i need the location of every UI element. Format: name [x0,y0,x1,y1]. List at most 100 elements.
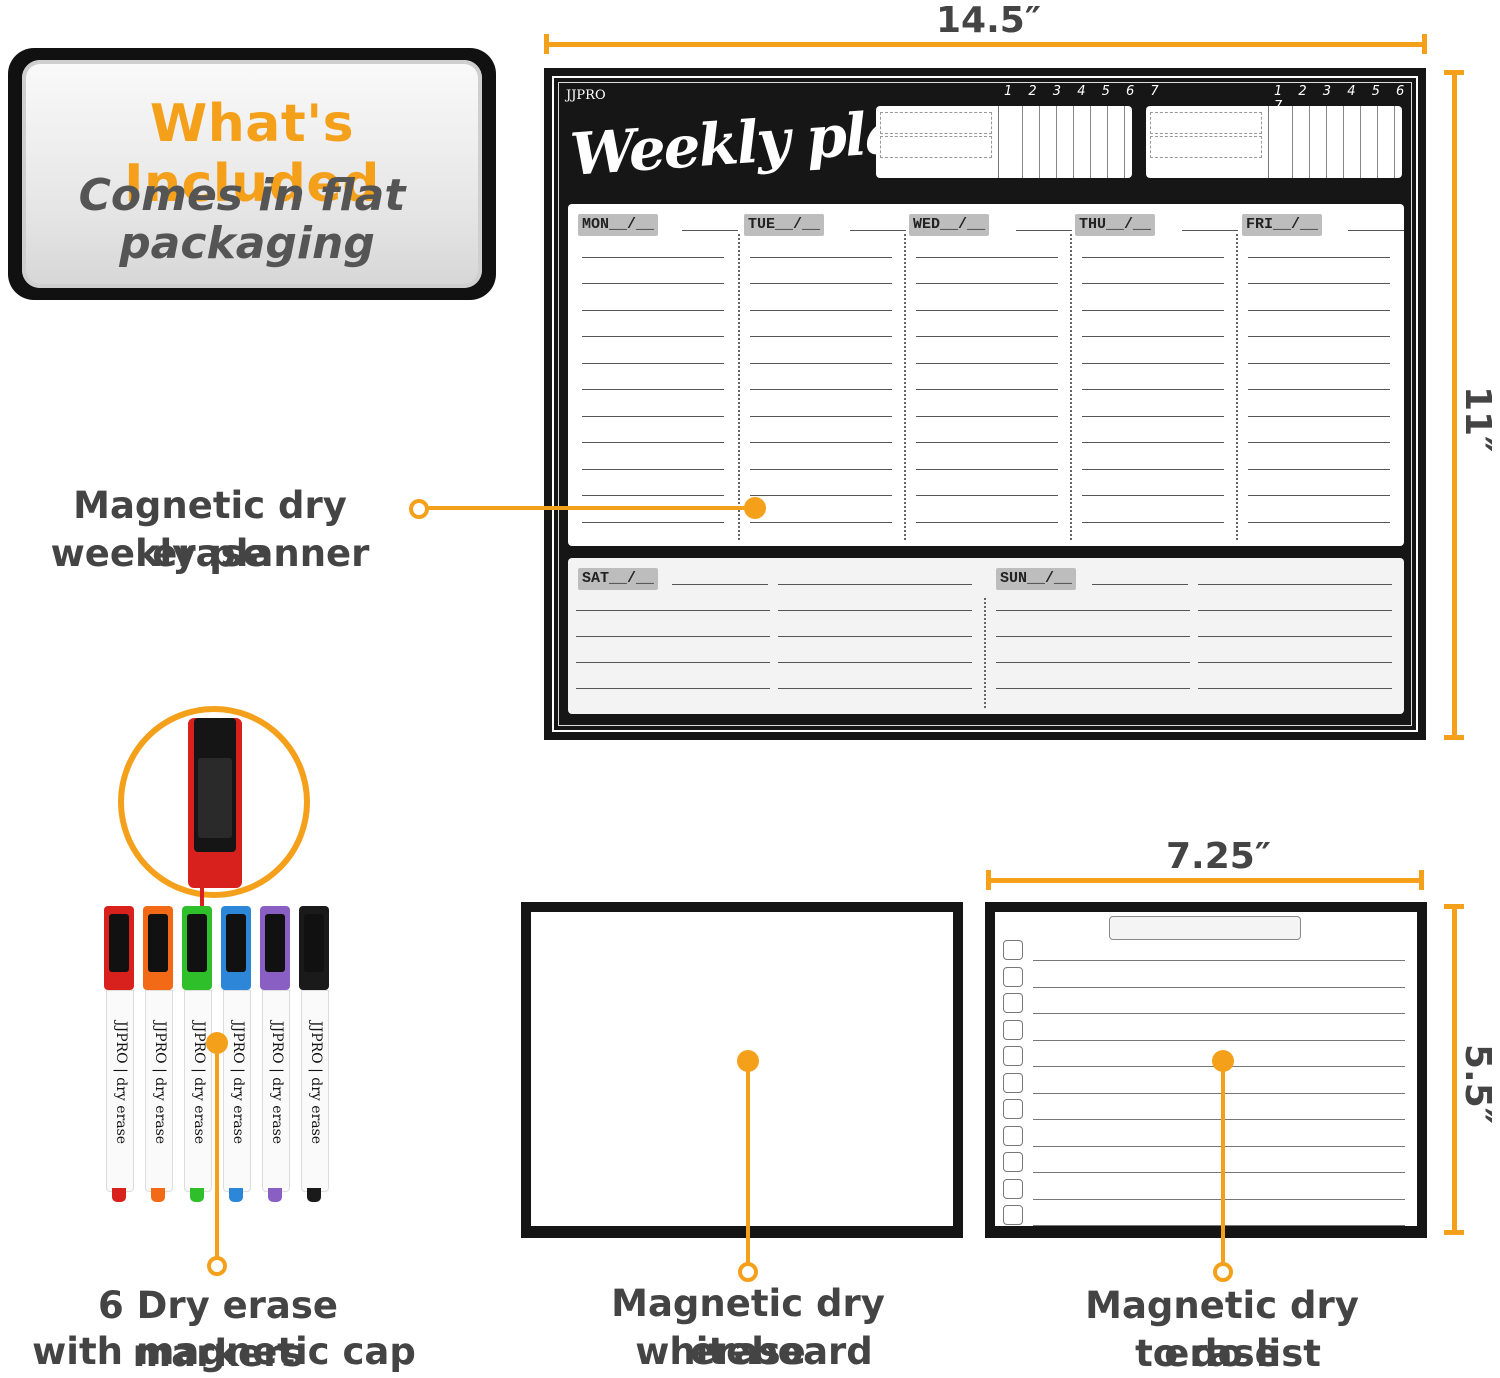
marker-barrel: JJPRO | dry erase [184,990,212,1192]
callout-line-markers [215,1040,219,1260]
dry-erase-marker: JJPRO | dry erase [260,906,290,1206]
callout-line-todo [1221,1062,1225,1268]
planner-rule [582,389,724,390]
marker-magnet [265,914,285,972]
dim-tick [1444,735,1464,740]
planner-rule [1182,230,1238,231]
todo-checkbox [1003,940,1023,960]
planner-rule [1082,468,1224,470]
marker-cap [104,906,134,990]
planner-rule [750,442,892,443]
planner-rule [582,362,724,364]
tracker-row [1150,112,1262,134]
planner-rule [582,495,724,496]
tracker-divider [998,106,999,178]
callout-dot-open [1213,1262,1233,1282]
planner-rule [1248,256,1390,258]
planner-rule [1082,521,1224,523]
todo-line [1033,1198,1405,1200]
planner-rule [778,662,972,663]
callout-dot-filled [737,1050,759,1072]
marker-cap [221,906,251,990]
planner-rule [996,610,1190,611]
day-separator [1070,234,1072,540]
todo-height-line [1452,906,1457,1234]
planner-rule [682,230,738,231]
day-label-thu: THU__/__ [1075,214,1156,236]
planner-rule [1248,362,1390,364]
callout-todo-line1: Magnetic dry erase [1085,1284,1359,1375]
planner-rule [1082,336,1224,337]
planner-rule [916,336,1058,337]
dry-erase-marker: JJPRO | dry erase [143,906,173,1206]
todo-list-surface [995,912,1417,1226]
marker-tip [190,1188,204,1202]
planner-rule [1016,230,1072,231]
zoom-magnet-face [198,758,232,838]
weekday-panel: MON__/__ TUE__/__ WED__/__ THU__/__ FRI_… [568,204,1404,546]
dim-tick [986,870,991,890]
planner-rule [1248,336,1390,337]
planner-rule [582,309,724,311]
planner-height-label: 11″ [1457,386,1498,453]
planner-rule [1198,662,1392,663]
planner-rule [582,336,724,337]
todo-checkbox [1003,993,1023,1013]
planner-rule [916,468,1058,470]
day-separator [904,234,906,540]
marker-barrel: JJPRO | dry erase [262,990,290,1192]
planner-rule [1082,442,1224,443]
todo-line [1033,1145,1405,1147]
planner-rule [1248,389,1390,390]
planner-rule [1248,283,1390,284]
callout-planner-line2: weekly planner [50,532,370,575]
marker-barrel: JJPRO | dry erase [106,990,134,1192]
marker-cap [299,906,329,990]
planner-rule [750,336,892,337]
day-separator [738,234,740,540]
callout-whiteboard-line1: Magnetic dry erase [611,1282,885,1373]
planner-rule [778,636,972,637]
todo-checkbox [1003,1072,1023,1093]
dim-tick [1444,70,1464,75]
todo-list-board [985,902,1427,1238]
marker-magnet [148,914,168,972]
dry-erase-marker: JJPRO | dry erase [299,906,329,1206]
planner-rule [576,662,770,663]
planner-rule [1082,495,1224,496]
planner-rule [582,283,724,284]
day-label-mon: MON__/__ [578,214,659,236]
marker-cap [182,906,212,990]
planner-rule [916,415,1058,417]
planner-rule [1248,442,1390,443]
marker-tip [112,1188,126,1202]
callout-todo-line2: to do list [1135,1332,1321,1375]
habit-tracker-2 [1146,106,1402,178]
planner-rule [750,256,892,258]
todo-checkbox [1003,1152,1023,1172]
dry-erase-marker: JJPRO | dry erase [104,906,134,1206]
day-label-sat: SAT__/__ [578,568,659,590]
todo-line [1033,1039,1405,1041]
callout-whiteboard-line2: whiteboard [635,1330,873,1373]
planner-rule [778,688,972,689]
dim-tick [544,34,549,54]
todo-title-box [1109,916,1301,940]
planner-rule [672,584,768,585]
planner-rule [1198,688,1392,689]
planner-rule [750,309,892,311]
dry-erase-marker: JJPRO | dry erase [182,906,212,1206]
planner-rule [1248,495,1390,496]
marker-barrel: JJPRO | dry erase [223,990,251,1192]
callout-dot-filled [1212,1050,1234,1072]
planner-rule [576,688,770,689]
tracker-row [880,112,992,134]
planner-rule [750,468,892,470]
planner-rule [916,521,1058,523]
tracker-grid [1276,106,1396,178]
planner-rule [1248,521,1390,523]
tracker-row [1150,136,1262,158]
planner-rule [1198,584,1392,585]
flat-packaging-line2: packaging [119,218,375,269]
day-label-fri: FRI__/__ [1242,214,1323,236]
